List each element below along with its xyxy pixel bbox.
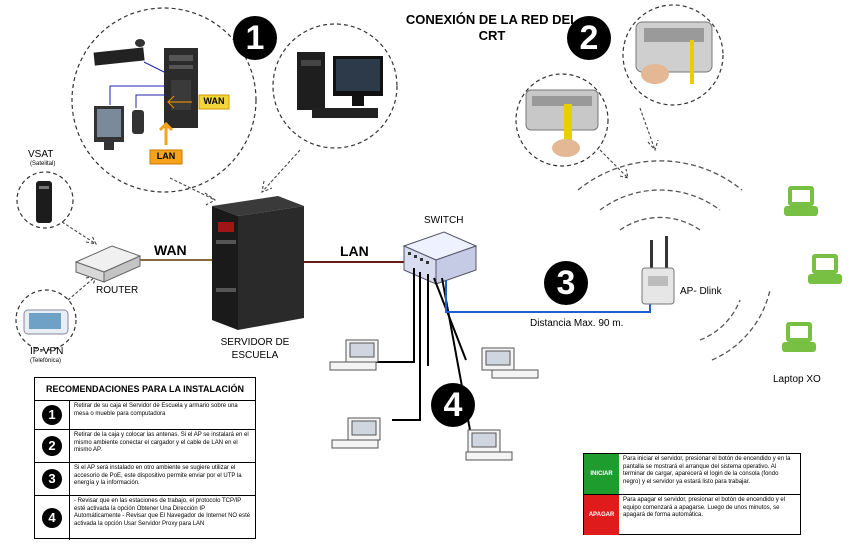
ipvpn-label: IP-VPN — [30, 346, 64, 357]
workstation-2 — [331, 417, 381, 449]
laptop-label: Laptop XO — [773, 374, 821, 385]
switch-label: SWITCH — [424, 215, 464, 226]
lan-pointer — [158, 121, 174, 145]
vsat-sublabel: (Satelital) — [30, 161, 56, 167]
recommendation-item: 2 Retirar de la caja y colocar las anten… — [35, 430, 255, 463]
monitor-icon — [94, 106, 124, 150]
step-circles — [233, 16, 611, 427]
school-server-icon — [212, 196, 304, 330]
router-label: ROUTER — [96, 285, 139, 296]
recommendation-number: 2 — [42, 436, 62, 456]
wan-tag: WAN — [203, 96, 225, 106]
laptop-xo-3 — [782, 322, 816, 352]
pc-cables — [109, 61, 166, 108]
ap-lan-photo — [525, 89, 599, 157]
tower-icon — [164, 48, 198, 128]
step-2-number: 2 — [579, 19, 599, 57]
recommendation-text: Si el AP será instalado en otro ambiente… — [74, 465, 242, 486]
step-3-number: 3 — [556, 264, 576, 302]
step-1-number: 1 — [245, 19, 265, 57]
step-4-number: 4 — [443, 386, 463, 424]
workstation-4 — [465, 429, 513, 461]
workstation-3 — [481, 347, 539, 379]
step-4-circle — [431, 383, 475, 427]
speaker-icon — [132, 110, 144, 134]
laptop-xo-1 — [784, 186, 818, 216]
server-power-panel: INICIAR Para iniciar el servidor, presio… — [583, 453, 801, 535]
ap-power-photo — [635, 21, 713, 84]
pc-parts-callout — [71, 7, 257, 193]
start-instructions: Para iniciar el servidor, presionar el b… — [623, 456, 791, 485]
recommendation-number: 4 — [42, 508, 62, 528]
recommendation-item: 3 Si el AP será instalado en otro ambien… — [35, 463, 255, 496]
recommendation-text: - Revisar que en las estaciones de traba… — [74, 498, 251, 527]
wan-tag-box — [198, 94, 230, 110]
wan-connection-label: WAN — [154, 242, 187, 258]
recommendation-number: 1 — [42, 405, 62, 425]
laptop-xo-2 — [808, 254, 842, 284]
keyboard-icon — [93, 47, 145, 66]
ap-power-callout — [622, 4, 724, 106]
wifi-waves — [577, 160, 771, 361]
start-button: INICIAR — [584, 454, 619, 494]
stop-button: APAGAR — [584, 495, 619, 535]
pc-assembled-callout — [272, 23, 398, 149]
workstation-1 — [329, 339, 379, 371]
vsat-device-icon — [36, 181, 52, 223]
recommendation-text: Retirar de la caja y colocar las antenas… — [74, 432, 249, 453]
stop-instructions: Para apagar el servidor, presionar el bo… — [623, 497, 786, 518]
diagram-title: CONEXIÓN DE LA RED DEL CRT — [405, 12, 579, 43]
lan-tag: LAN — [156, 151, 176, 161]
recommendation-item: 1 Retirar de su caja el Servidor de Escu… — [35, 401, 255, 430]
ipvpn-callout — [15, 289, 77, 351]
recommendations-heading: RECOMENDACIONES PARA LA INSTALACIÓN — [35, 378, 255, 401]
step-1-circle — [233, 16, 277, 60]
lan-tag-box — [149, 149, 183, 165]
ap-label: AP- Dlink — [680, 286, 722, 297]
start-row: INICIAR Para iniciar el servidor, presio… — [584, 454, 800, 495]
vsat-callout — [16, 171, 74, 229]
recommendation-item: 4 - Revisar que en las estaciones de tra… — [35, 496, 255, 540]
access-point-icon — [641, 236, 675, 305]
vsat-label: VSAT — [28, 149, 54, 160]
wan-pointer — [167, 95, 192, 109]
laptop-xo-icons — [782, 186, 842, 352]
step-2-circle — [567, 16, 611, 60]
workstation-icons — [329, 339, 539, 461]
router-icon — [74, 245, 142, 283]
distance-label: Distancia Max. 90 m. — [530, 318, 624, 329]
ipvpn-device-icon — [23, 309, 69, 335]
recommendation-text: Retirar de su caja el Servidor de Escuel… — [74, 403, 238, 417]
ap-lan-callout — [515, 73, 609, 167]
server-label: SERVIDOR DE ESCUELA — [220, 337, 290, 361]
assembled-pc-icon — [297, 52, 383, 118]
recommendation-number: 3 — [42, 469, 62, 489]
step-3-circle — [544, 261, 588, 305]
stop-row: APAGAR Para apagar el servidor, presiona… — [584, 495, 800, 535]
recommendations-panel: RECOMENDACIONES PARA LA INSTALACIÓN 1 Re… — [34, 377, 256, 540]
lan-connection-label: LAN — [340, 243, 369, 259]
ap-cable — [445, 280, 651, 313]
ipvpn-sublabel: (Telefónica) — [30, 358, 62, 364]
mouse-icon — [135, 39, 145, 47]
